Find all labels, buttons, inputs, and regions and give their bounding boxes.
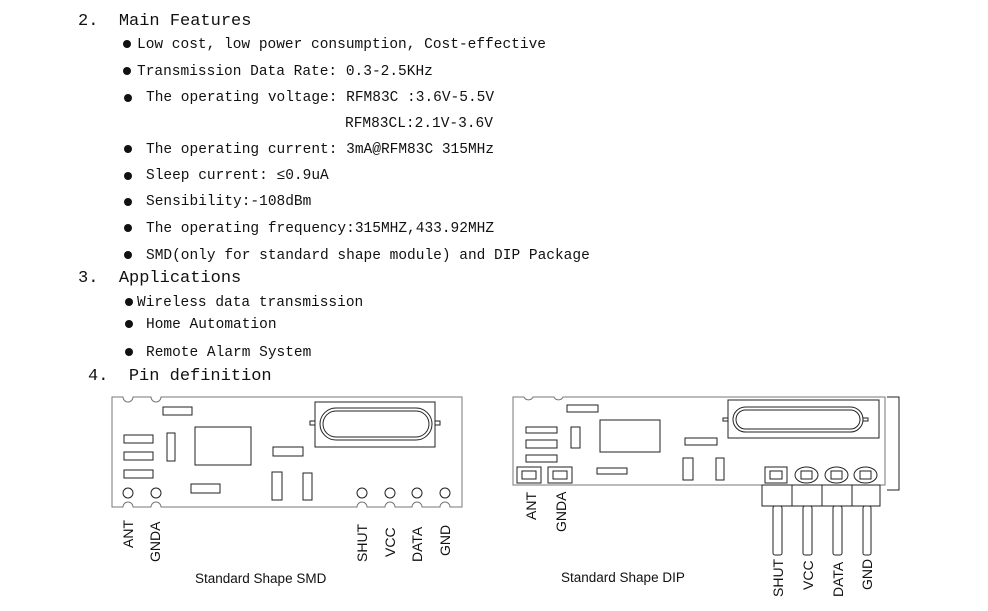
bullet-icon: [125, 298, 133, 306]
dip-pin-label-gnda: GNDA: [553, 491, 569, 532]
dip-pad-vcc: [794, 466, 819, 484]
dip-pin-label-ant: ANT: [523, 492, 539, 520]
smd-pad-shut: [356, 487, 368, 499]
dip-pin-header: [761, 484, 881, 507]
smd-pad-data: [411, 487, 423, 499]
smd-caption: Standard Shape SMD: [195, 571, 327, 586]
smd-pad-ant: [122, 487, 134, 499]
bullet-icon: [124, 145, 132, 153]
application-item: Wireless data transmission: [137, 295, 364, 311]
bullet-icon: [124, 198, 132, 206]
feature-item: Transmission Data Rate: 0.3-2.5KHz: [137, 64, 433, 80]
dip-pad-data: [824, 466, 849, 484]
bullet-icon: [125, 348, 133, 356]
dip-pin-label-shut: SHUT: [770, 558, 786, 597]
smd-pin-label-vcc: VCC: [382, 527, 398, 557]
smd-pin-label-data: DATA: [409, 526, 425, 562]
dip-pad-gnd: [853, 466, 878, 484]
dip-pin-vcc: [802, 505, 813, 556]
section-heading-applications: 3. Applications: [78, 269, 242, 288]
feature-item: The operating voltage: RFM83C :3.6V-5.5V: [146, 90, 495, 106]
section-heading-features: 2. Main Features: [78, 12, 252, 31]
bullet-icon: [125, 320, 133, 328]
smd-pin-label-ant: ANT: [120, 520, 136, 548]
smd-pin-label-gnd: GND: [437, 525, 453, 556]
dip-pin-shut: [772, 505, 783, 556]
bullet-icon: [124, 172, 132, 180]
feature-item: SMD(only for standard shape module) and …: [146, 248, 590, 264]
smd-pin-label-shut: SHUT: [354, 523, 370, 562]
dip-pin-gnd: [862, 505, 872, 556]
application-item: Home Automation: [146, 317, 277, 333]
dip-pad-gnda: [547, 466, 573, 484]
dip-caption: Standard Shape DIP: [561, 570, 685, 585]
feature-item-continued: RFM83CL:2.1V-3.6V: [345, 116, 493, 132]
smd-pin-label-gnda: GNDA: [147, 521, 163, 562]
feature-item: The operating current: 3mA@RFM83C 315MHz: [146, 142, 495, 158]
smd-module-diagram: [111, 396, 463, 508]
dip-pin-label-gnd: GND: [859, 559, 875, 590]
dip-pin-data: [832, 505, 843, 556]
dip-pad-shut: [764, 466, 788, 484]
feature-item: Low cost, low power consumption, Cost-ef…: [137, 37, 546, 53]
feature-item: The operating frequency:315MHZ,433.92MHZ: [146, 221, 495, 237]
section-heading-pins: 4. Pin definition: [88, 367, 272, 386]
bullet-icon: [124, 224, 132, 232]
feature-item: Sleep current: ≤0.9uA: [146, 168, 329, 184]
bullet-icon: [123, 40, 131, 48]
dip-pin-label-data: DATA: [830, 561, 846, 597]
bullet-icon: [123, 67, 131, 75]
smd-pad-gnda: [150, 487, 162, 499]
dip-module-diagram: [512, 396, 900, 556]
smd-pad-vcc: [384, 487, 396, 499]
feature-item: Sensibility:-108dBm: [146, 194, 312, 210]
dip-pad-ant: [516, 466, 542, 484]
bullet-icon: [124, 94, 132, 102]
bullet-icon: [124, 251, 132, 259]
smd-pad-gnd: [439, 487, 451, 499]
dip-pin-label-vcc: VCC: [800, 560, 816, 590]
application-item: Remote Alarm System: [146, 345, 312, 361]
